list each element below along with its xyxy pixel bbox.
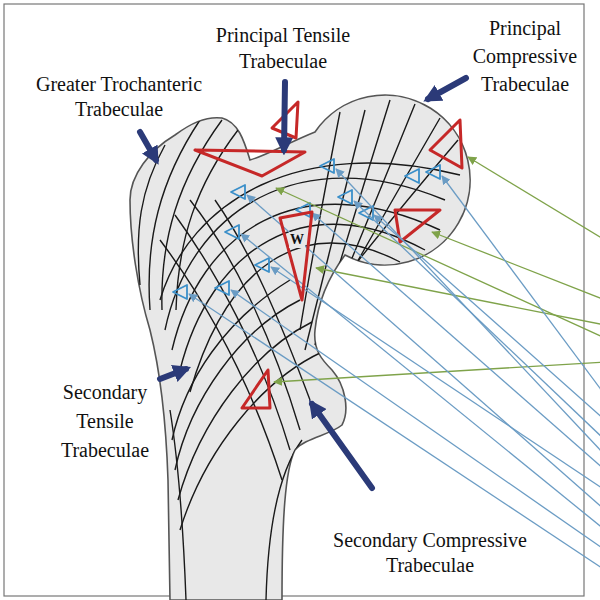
blue-leader-line-item [247,195,600,510]
trabecular-line-item [300,112,340,330]
blue-triangle-item [255,258,269,272]
tensile-label: Principal Tensile Trabeculae [183,22,383,74]
pointer-arrow-item [140,132,156,160]
trabecular-line-item [305,110,365,350]
femur-outline [130,95,470,600]
trabecular-lines [138,100,460,600]
blue-leader-line-item [312,213,600,470]
blue-triangle-item [405,169,419,183]
green-leader-line-item [432,232,600,300]
blue-triangle-item [320,159,334,173]
triangle-letter: W [289,232,305,247]
red-triangle [280,212,312,300]
trabecular-line-item [138,145,165,285]
secondary-tensile-label: Secondary Tensile Trabeculae [50,378,160,465]
pointer-arrow-item [428,78,466,99]
trabecular-line-item [172,280,290,440]
blue-triangles [173,159,440,299]
blue-leader-line-item [271,267,600,490]
blue-leader-line-item [442,176,600,395]
trabecular-line-item [172,204,440,350]
red-triangle-item [430,120,462,168]
trabecular-line-item [178,322,312,500]
blue-triangle-item [338,190,352,204]
trabecular-line-item [335,140,458,290]
red-triangle-item [395,210,440,242]
red-triangle-item [242,370,270,408]
blue-triangle-item [173,285,187,299]
trabecular-line-item [322,104,415,330]
pointer-arrow-item [160,369,186,379]
blue-leader-lines [189,169,600,570]
triangle-outline [280,212,314,302]
red-triangle-item [195,150,305,176]
blue-leader-line-item [231,290,600,550]
trochanteric-label: Greater Trochanteric Trabeculae [8,72,230,122]
blue-triangle-item [426,165,440,179]
blue-triangle-item [225,225,239,239]
blue-leader-line-item [189,294,600,570]
trabecular-line-item [266,440,302,600]
pointer-arrow-item [312,404,372,488]
trabecular-line-item [170,410,186,600]
pointer-arrows [140,78,466,488]
triangle-marker: W [280,212,314,302]
blue-triangle-item [231,185,245,199]
blue-leader-line-item [336,169,600,455]
blue-triangle-item [215,281,229,295]
secondary-compressive-label: Secondary Compressive Trabeculae [300,528,560,578]
compressive-label: Principal Compressive Trabeculae [465,14,585,98]
pointer-arrow-item [284,82,285,150]
green-leader-lines [274,157,600,382]
green-leader-line-item [468,157,600,240]
trabecular-line-item [175,215,290,450]
